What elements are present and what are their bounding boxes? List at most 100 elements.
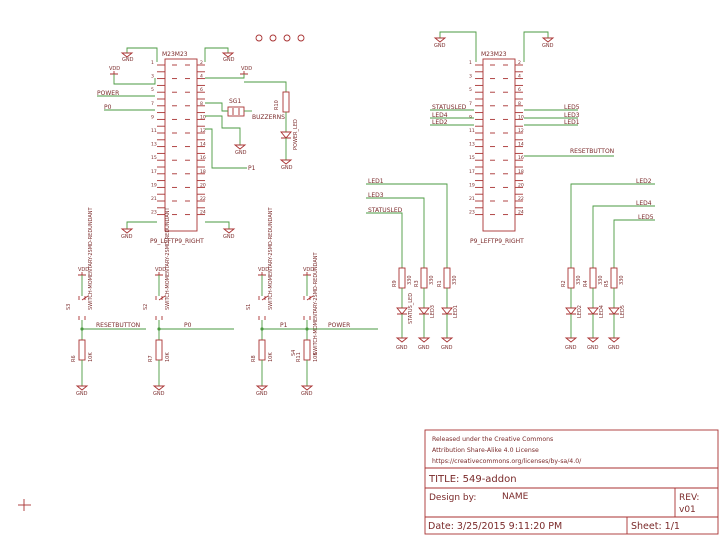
led-ref: STATUS_LED: [408, 293, 414, 324]
resistor-ref: R1: [437, 280, 443, 287]
switch-value: SWITCH-MOMENTARY-2SMD-REDUNDANT: [88, 206, 94, 310]
status-led-label-bank: STATUSLED: [368, 207, 403, 214]
switch-net-label: P1: [280, 322, 288, 329]
license-line-1: Released under the Creative Commons: [432, 436, 553, 443]
pin-number: 19: [469, 182, 475, 188]
resetbutton-label-conn: RESETBUTTON: [570, 148, 614, 155]
resistor-ref: R8: [251, 355, 257, 362]
date-text: Date: 3/25/2015 9:11:20 PM: [428, 521, 562, 532]
pin-number: 20: [518, 182, 524, 188]
switch-net-label: P0: [184, 322, 192, 329]
resistor-value: 330: [598, 275, 604, 285]
title-block: Released under the Creative Commons Attr…: [424, 429, 719, 535]
pin-number: 8: [518, 101, 521, 107]
gnd-label-b: GND: [223, 57, 235, 63]
pin-number: 17: [469, 169, 475, 175]
switch-value: SWITCH-MOMENTARY-2SMD-REDUNDANT: [165, 206, 171, 310]
pin-number: 21: [151, 196, 157, 202]
switch-ref: S1: [246, 304, 252, 310]
gnd-label-f: GND: [542, 43, 554, 49]
power-net: POWER P0: [97, 90, 155, 111]
resistor-value: 10K: [268, 352, 274, 362]
p1-net-left: P1: [205, 128, 256, 172]
led2-label-bank: LED2: [636, 178, 652, 185]
license-line-3: https://creativecommons.org/licenses/by-…: [432, 458, 582, 465]
rev-label: REV:: [679, 493, 699, 503]
gnd-label-c: GND: [121, 234, 133, 240]
pin-number: 16: [518, 155, 524, 161]
pin-number: 14: [200, 142, 206, 148]
pin-number: 3: [469, 74, 472, 80]
r10-ref: R10: [274, 100, 280, 110]
pin-number: 17: [151, 169, 157, 175]
resistor-ref: R9: [392, 280, 398, 287]
title-text: TITLE: 549-addon: [428, 474, 517, 485]
pin-number: 15: [469, 155, 475, 161]
pin-number: 24: [200, 210, 206, 216]
pin-number: 4: [518, 74, 521, 80]
vdd-left: VDD: [109, 66, 156, 85]
pin-number: 9: [469, 114, 472, 120]
left-bottom-gnd-wires: GND GND: [120, 221, 236, 240]
pin-number: 13: [151, 142, 157, 148]
resistor-value: 10K: [165, 352, 171, 362]
vdd-label-left: VDD: [109, 66, 120, 72]
sheet-number: Sheet: 1/1: [631, 521, 680, 532]
pin-number: 1: [151, 60, 154, 66]
pin-number: 9: [151, 114, 154, 120]
status-led-label: STATUSLED: [432, 104, 467, 111]
vdd-right: VDD: [205, 66, 252, 79]
resistor-value: 10K: [88, 352, 94, 362]
right-connector-nets: STATUSLED LED4 LED2 LED5 LED3 LED1 RESET…: [430, 104, 614, 157]
pin-number: 6: [200, 87, 203, 93]
gnd-label: GND: [153, 391, 165, 397]
design-by-value: NAME: [502, 492, 529, 502]
pin-number: 2: [200, 60, 203, 66]
pin-number: 21: [469, 196, 475, 202]
led3-label-bank: LED3: [368, 192, 384, 199]
buzzer-ref: SG1: [229, 98, 241, 105]
origin-cross: [18, 499, 31, 511]
right-connector-name: M23M23: [481, 51, 507, 58]
pin-number: 4: [200, 74, 203, 80]
led1-label-bank: LED1: [368, 178, 384, 185]
gnd-label-a: GND: [122, 57, 134, 63]
right-top-gnd-wires: GND GND: [433, 31, 555, 62]
p0-label-left: P0: [104, 104, 112, 111]
pin-number: 23: [469, 210, 475, 216]
pin-number: 8: [200, 101, 203, 107]
gnd-label-e: GND: [434, 43, 446, 49]
pin-number: 3: [151, 74, 154, 80]
resistor-value: 330: [452, 275, 458, 285]
left-connector-ref: P9_LEFTP9_RIGHT: [150, 238, 204, 245]
led-bank-right: LED2 LED4 LED5: [570, 178, 655, 268]
vdd-label: VDD: [303, 267, 314, 273]
license-line-2: Attribution Share-Alike 4.0 License: [432, 447, 539, 454]
pin-number: 11: [469, 128, 475, 134]
pin-number: 14: [518, 142, 524, 148]
led4-label-conn: LED4: [432, 112, 448, 119]
gnd-label: GND: [441, 345, 453, 351]
led-bank-left: LED1 LED3 STATUSLED: [366, 178, 448, 268]
gnd-label: GND: [565, 345, 577, 351]
power-led-branch: R10 POWER_LED GND: [244, 81, 299, 171]
led-ref: LED4: [599, 305, 605, 318]
pin-number: 5: [469, 87, 472, 93]
led3-label-conn: LED3: [564, 112, 580, 119]
resistor-value: 330: [619, 275, 625, 285]
resistor-ref: R2: [561, 280, 567, 287]
gnd-label: GND: [587, 345, 599, 351]
led-ref: LED3: [430, 305, 436, 318]
resistor-ref: R4: [583, 280, 589, 287]
vdd-label-right: VDD: [241, 66, 252, 72]
led-ref: LED1: [453, 305, 459, 318]
